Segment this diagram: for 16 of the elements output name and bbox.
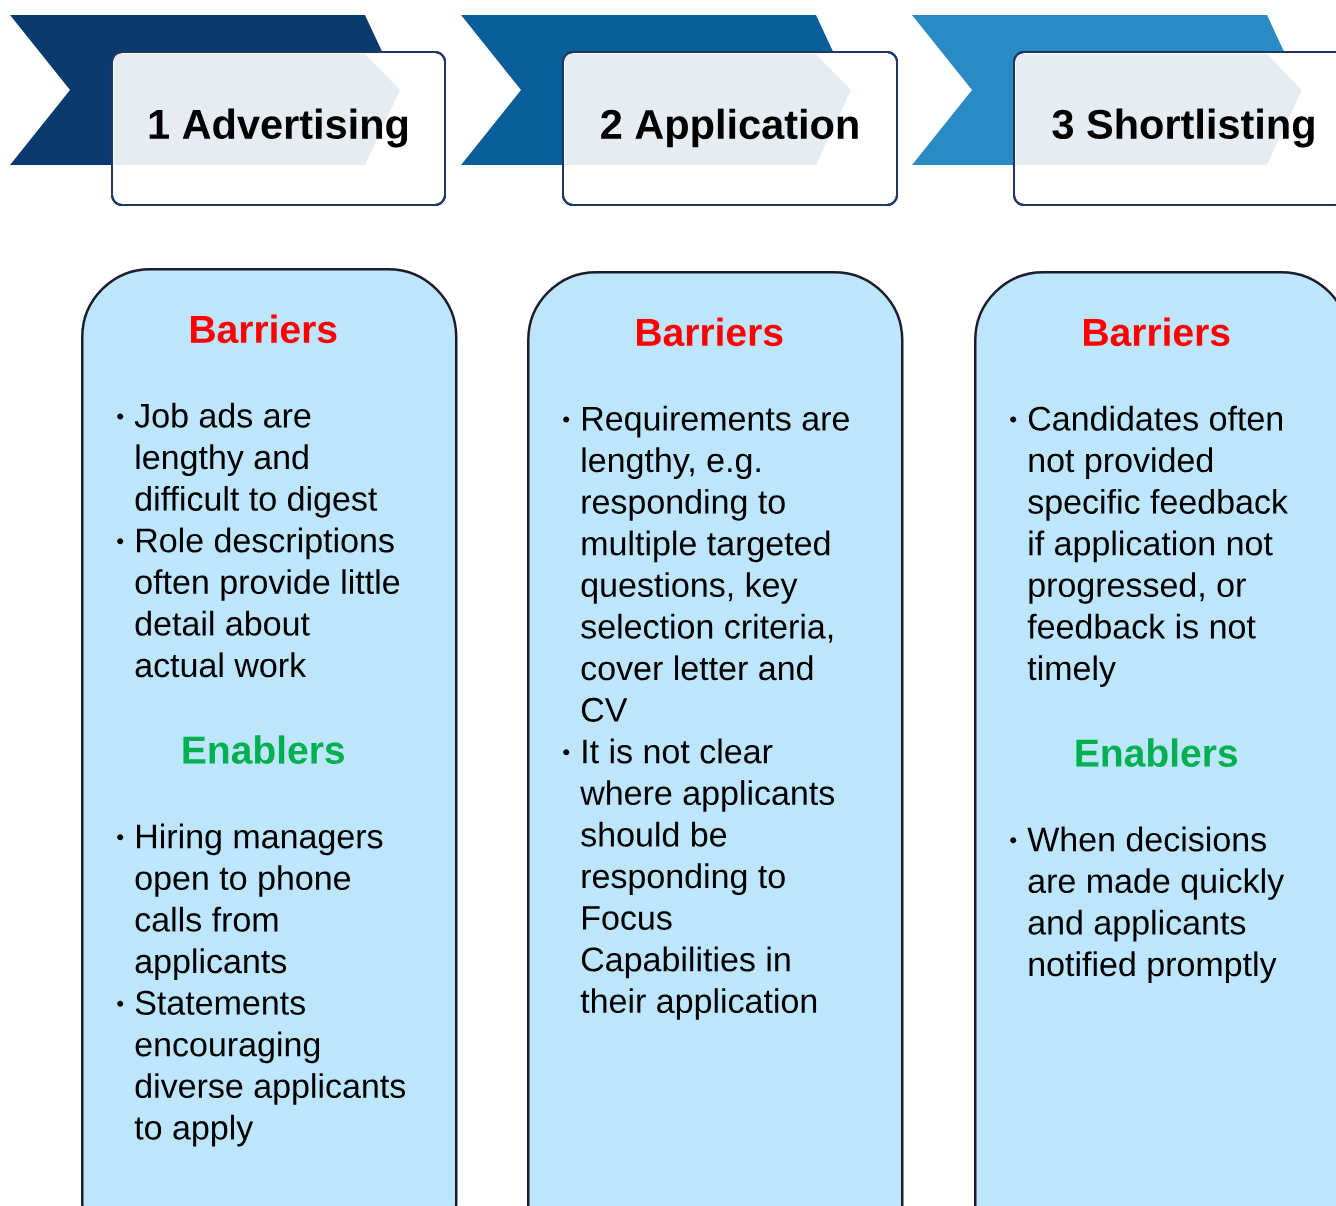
bullet-item: Requirements are lengthy, e.g. responding to multiple targeted questions, key selection criteria, cover letter and CV [563,405,849,722]
section-heading: Enablers [183,735,344,764]
section-heading: Barriers [191,314,337,344]
section-heading: Barriers [1084,317,1230,347]
bullet-item: Job ads are lengthy and difficult to digest [117,402,378,518]
step-title: 3 Shortlisting [1052,108,1314,148]
section-heading: Enablers [1076,738,1237,767]
section-heading: Barriers [637,317,783,347]
bullet-item: Candidates often not provided specific feedback if application not progressed, or feedback is not timely [1010,405,1288,688]
bullet-item: Hiring managers open to phone calls from applicants [117,823,383,981]
bullet-item: When decisions are made quickly and applicants notified promptly [1010,826,1285,984]
bullet-item: Role descriptions often provide little detail about actual work [117,527,400,678]
step-title: 2 Application [601,108,858,148]
bullet-item: Statements encouraging diverse applicants to apply [117,990,406,1147]
bullet-item: It is not clear where applicants should be responding to Focus Capabilities in their application [563,738,835,1020]
step-title: 1 Advertising [149,108,408,148]
